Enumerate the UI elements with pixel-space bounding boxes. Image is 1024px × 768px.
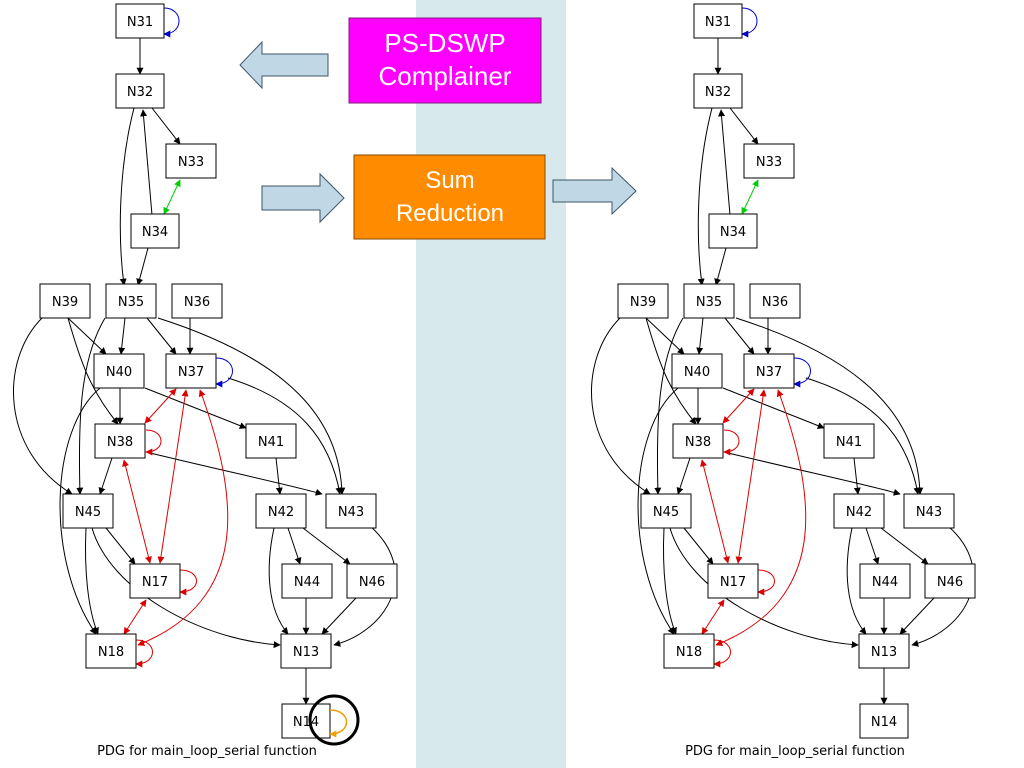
right-node-n17: N17 [720,575,746,590]
right-node-n40: N40 [684,365,710,380]
reduction-line2: Reduction [396,200,504,227]
left-node-n46: N46 [359,575,385,590]
right-pdg-graph: N31 N32 N33 N34 N39 N35 N36 N40 N37 N38 … [592,4,975,759]
left-node-n37: N37 [178,365,204,380]
left-node-n38: N38 [107,435,133,450]
n14-self-loop [329,709,348,738]
right-node-n35: N35 [696,295,722,310]
right-node-n44: N44 [872,575,898,590]
right-node-n32: N32 [705,85,731,100]
right-node-n38: N38 [685,435,711,450]
left-node-n36: N36 [184,295,210,310]
right-node-n39: N39 [630,295,656,310]
complainer-callout: PS-DSWP Complainer [348,17,542,104]
right-node-n14: N14 [871,715,897,730]
complainer-line1: PS-DSWP [384,28,505,58]
right-node-n43: N43 [916,505,942,520]
right-node-n46: N46 [937,575,963,590]
left-graph-caption: PDG for main_loop_serial function [97,744,317,759]
right-node-n42: N42 [846,505,872,520]
right-node-n13: N13 [871,645,897,660]
right-graph-caption: PDG for main_loop_serial function [685,744,905,759]
left-node-n42: N42 [268,505,294,520]
right-node-n33: N33 [756,155,782,170]
left-node-n32: N32 [127,85,153,100]
left-node-n17: N17 [142,575,168,590]
reduction-line1: Sum [425,167,474,194]
right-node-n45: N45 [653,505,679,520]
right-node-n18: N18 [676,645,702,660]
complainer-line2: Complainer [379,61,512,91]
left-node-n44: N44 [294,575,320,590]
left-node-n35: N35 [118,295,144,310]
left-node-n41: N41 [258,435,284,450]
arrow-left-icon [239,40,329,90]
sum-reduction-callout: Sum Reduction [353,154,546,240]
right-node-n37: N37 [756,365,782,380]
left-node-n45: N45 [75,505,101,520]
left-node-n13: N13 [293,645,319,660]
highlight-circle [308,694,360,746]
right-node-n41: N41 [836,435,862,450]
right-node-n31: N31 [705,15,731,30]
left-node-n31: N31 [127,15,153,30]
right-node-n34: N34 [720,225,746,240]
left-node-n34: N34 [142,225,168,240]
left-node-n18: N18 [98,645,124,660]
arrow-right-icon [261,172,345,224]
right-node-n36: N36 [762,295,788,310]
left-node-n43: N43 [338,505,364,520]
left-node-n40: N40 [106,365,132,380]
left-pdg-graph: N31 N32 N33 N34 N39 N35 N36 N40 N37 N38 … [14,4,397,759]
arrow-right-to-graph-icon [552,166,637,216]
left-node-n33: N33 [178,155,204,170]
left-node-n14: N14 [293,715,319,730]
left-node-n39: N39 [52,295,78,310]
separator-band [416,0,566,768]
